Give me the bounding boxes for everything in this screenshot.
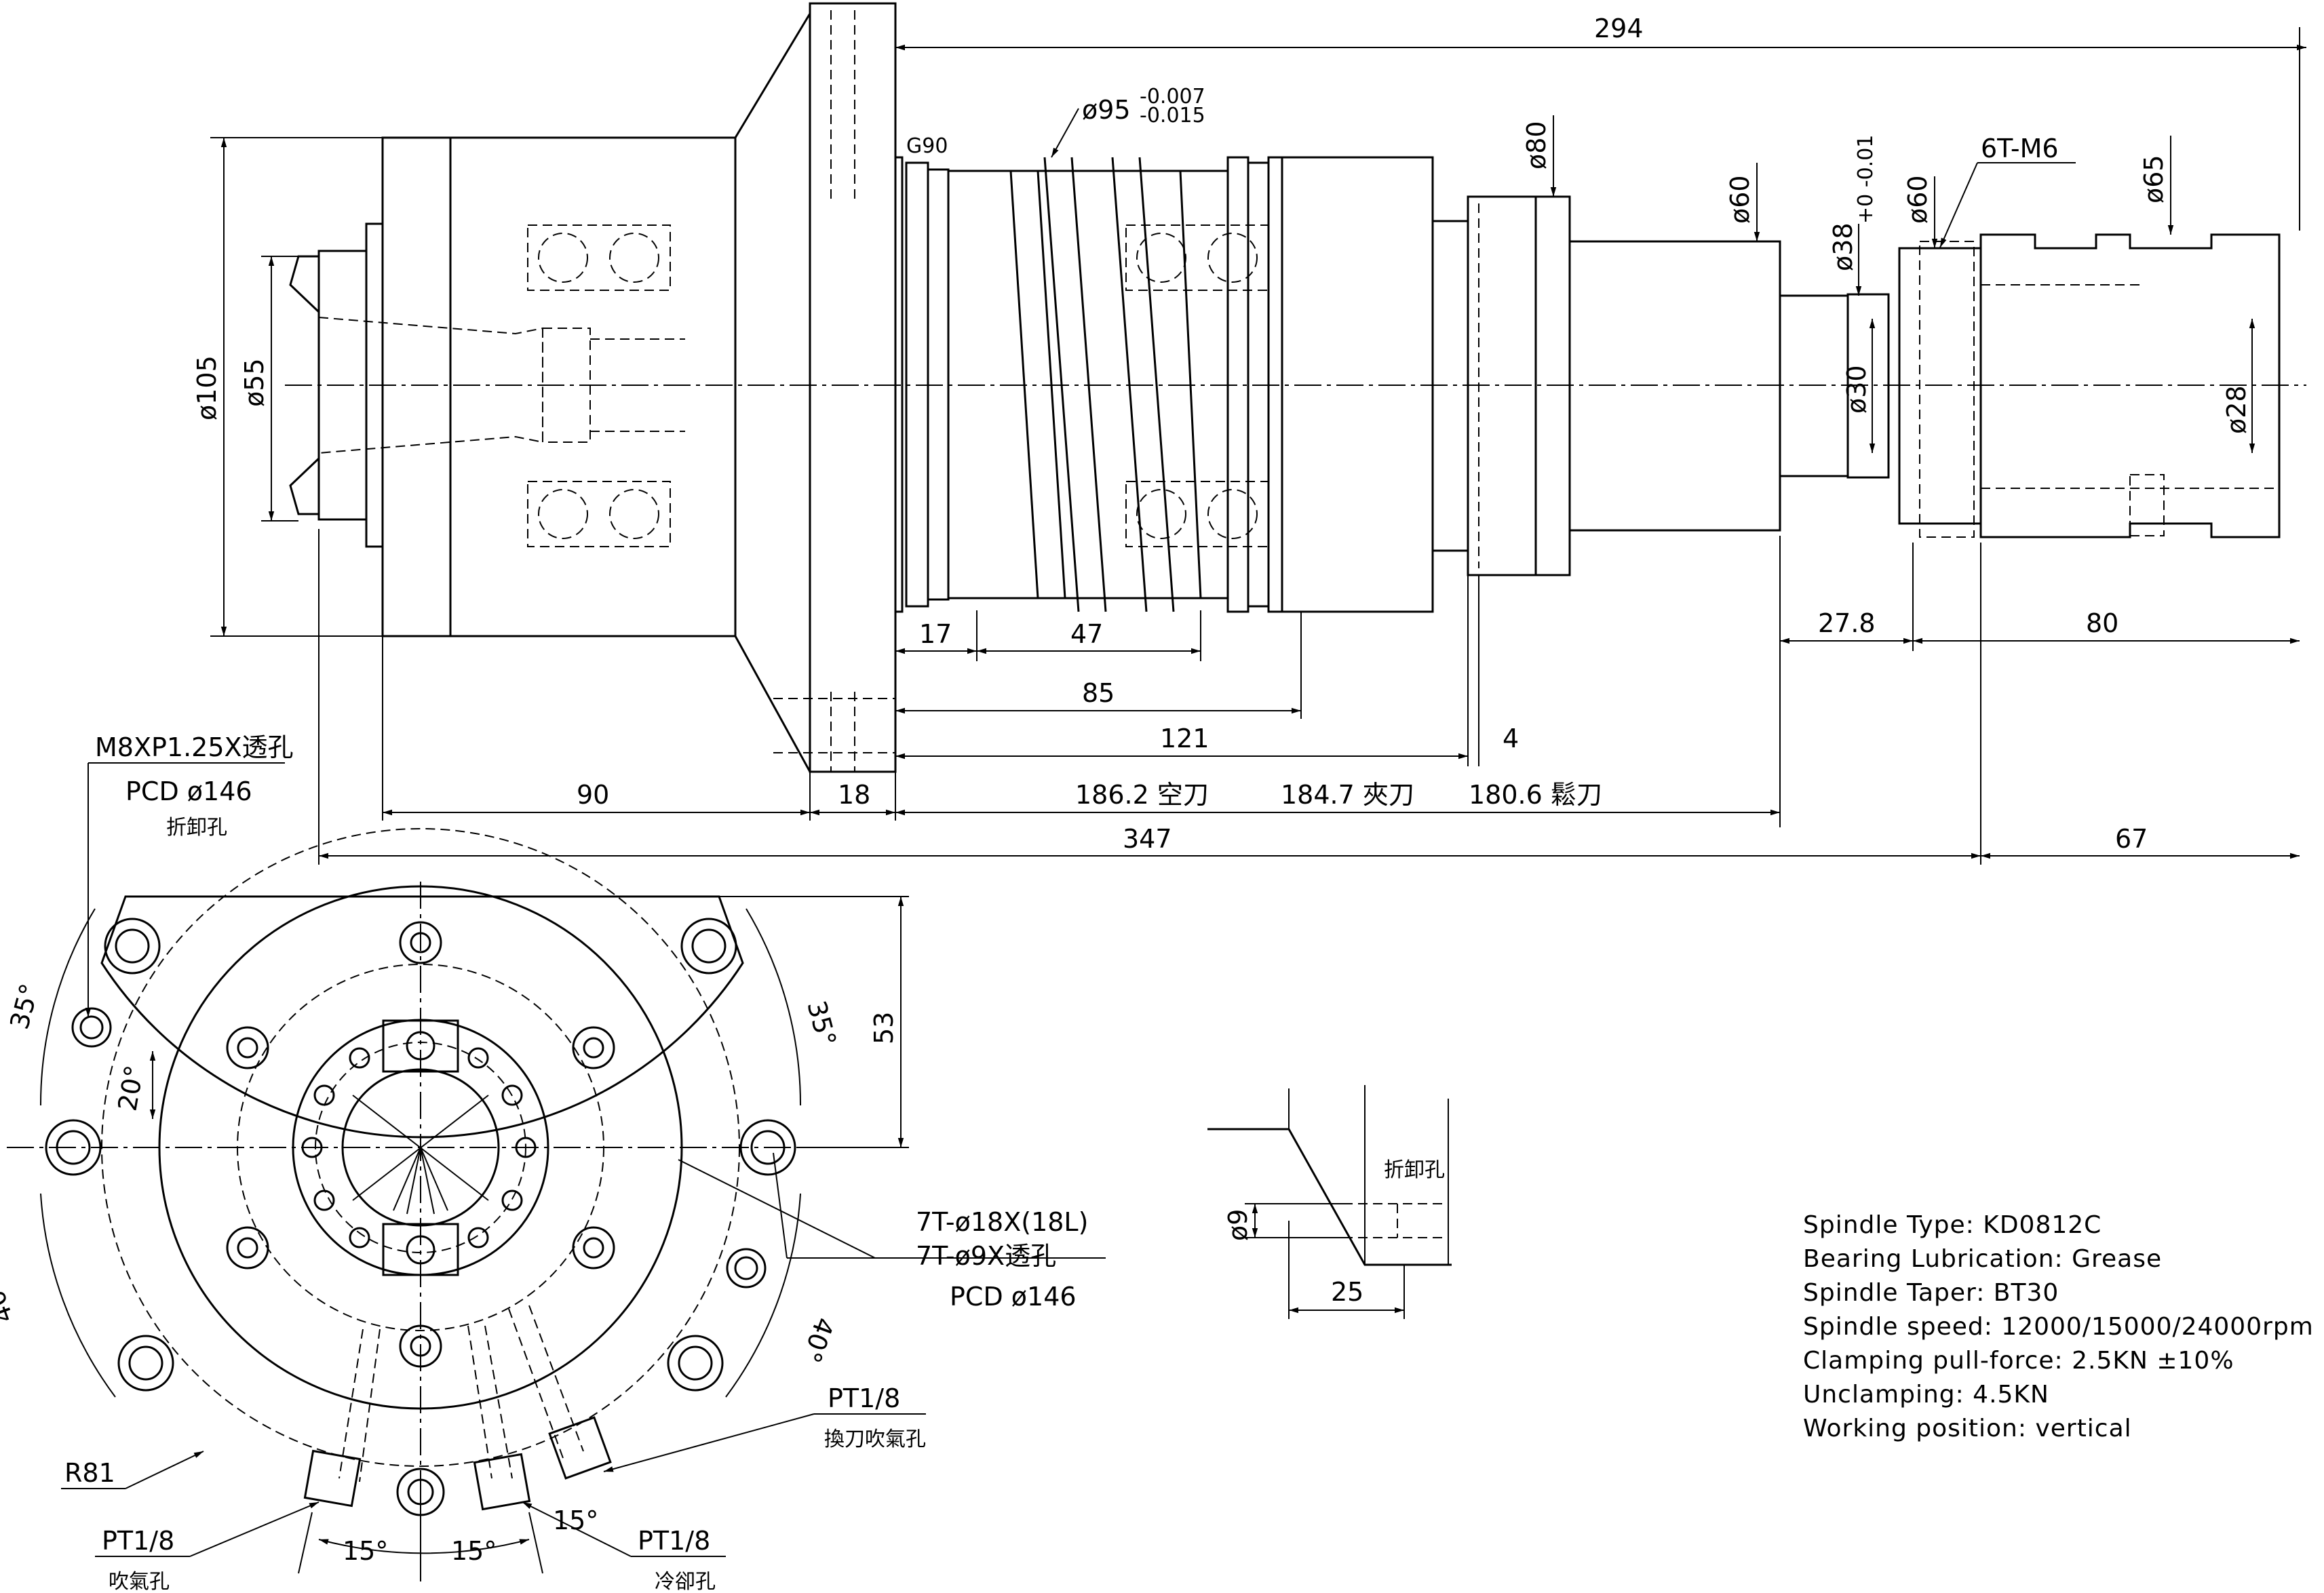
flange-outline	[100, 895, 744, 1139]
dim-d80: ø80	[1522, 121, 1551, 170]
angle-40-right: 40°	[796, 1314, 840, 1366]
dim-53: 53	[869, 1012, 899, 1044]
spec-unclamping: Unclamping: 4.5KN	[1803, 1381, 2049, 1409]
dim-17: 17	[919, 619, 952, 649]
dim-d30: ø30	[1842, 365, 1872, 414]
air-channels	[303, 1305, 612, 1511]
tool-holder-nose	[289, 222, 384, 548]
label-pcd-146-bottom: PCD ø146	[950, 1282, 1077, 1312]
front-housing	[318, 2, 897, 773]
bolt-holes-7t-18	[226, 921, 615, 1516]
dim-d60a: ø60	[1725, 175, 1755, 224]
dim-d105: ø105	[192, 355, 222, 420]
label-change-air-hole: 換刀吹氣孔	[824, 1428, 926, 1451]
dim-d9: ø9	[1223, 1209, 1253, 1241]
dim-27-8: 27.8	[1818, 608, 1876, 638]
label-7t-9-holes: 7T-ø9X透孔	[916, 1241, 1056, 1271]
dim-186: 186.2 空刀	[1075, 780, 1209, 810]
angle-15-b: 15°	[451, 1536, 497, 1566]
dim-d28: ø28	[2222, 385, 2251, 434]
dim-18: 18	[838, 780, 870, 810]
label-air-hole: 吹氣孔	[109, 1570, 170, 1593]
label-g90: G90	[906, 134, 948, 158]
angle-35-right: 35°	[801, 998, 842, 1049]
label-removal-hole: 折卸孔	[166, 816, 227, 840]
dim-d60b: ø60	[1903, 175, 1933, 224]
label-m8-thread: M8XP1.25X透孔	[95, 732, 294, 762]
label-pt18-air: PT1/8	[102, 1526, 174, 1556]
side-view: 294 ø105 ø55 ø95 -0.007 -0.015 G90 ø80 ø…	[192, 2, 2306, 865]
inner-holes	[301, 1047, 537, 1248]
label-r81: R81	[64, 1458, 115, 1488]
spec-lubrication: Bearing Lubrication: Grease	[1803, 1245, 2162, 1273]
dim-25: 25	[1331, 1277, 1363, 1307]
label-pcd-146-top: PCD ø146	[125, 776, 252, 806]
angle-35-left: 35°	[4, 981, 45, 1032]
angle-40-left: 40°	[0, 1274, 19, 1327]
dim-d95: ø95	[1082, 95, 1131, 125]
label-detail-removal: 折卸孔	[1384, 1158, 1445, 1182]
spec-position: Working position: vertical	[1803, 1415, 2132, 1442]
dim-4: 4	[1503, 724, 1519, 753]
dim-47: 47	[1070, 619, 1103, 649]
dim-d95-lower: -0.015	[1140, 104, 1205, 127]
dim-d38-tol: +0 -0.01	[1854, 135, 1878, 224]
dim-67: 67	[2115, 824, 2148, 854]
dim-180: 180.6 鬆刀	[1469, 780, 1602, 810]
angle-15-a: 15°	[343, 1536, 388, 1566]
label-pt18-change: PT1/8	[828, 1383, 900, 1413]
dim-184: 184.7 夾刀	[1281, 780, 1414, 810]
detail-view: ø9 25 折卸孔	[1207, 1085, 1452, 1319]
dim-90: 90	[577, 780, 609, 810]
spindle-body	[894, 156, 1434, 613]
spec-speed: Spindle speed: 12000/15000/24000rpm	[1803, 1313, 2314, 1341]
front-view: 35° 35° 20° 40° 40° 15° 15° 15° 53 M8XP1…	[0, 732, 1106, 1593]
label-pt18-cool: PT1/8	[638, 1526, 710, 1556]
label-6t-m6: 6T-M6	[1981, 134, 2059, 163]
side-dimensions: 294 ø105 ø55 ø95 -0.007 -0.015 G90 ø80 ø…	[192, 14, 2306, 865]
dim-294: 294	[1594, 14, 1644, 43]
dim-d38: ø38	[1828, 222, 1858, 271]
front-dimensions: 35° 35° 20° 40° 40° 15° 15° 15° 53 M8XP1…	[0, 732, 1106, 1593]
angle-20: 20°	[113, 1063, 150, 1114]
dim-d55: ø55	[239, 358, 269, 407]
spec-taper: Spindle Taper: BT30	[1803, 1279, 2059, 1307]
spec-clamping: Clamping pull-force: 2.5KN ±10%	[1803, 1347, 2234, 1375]
dim-121: 121	[1160, 724, 1209, 753]
label-7t-18-holes: 7T-ø18X(18L)	[916, 1207, 1088, 1237]
dim-347: 347	[1123, 824, 1172, 854]
spec-type: Spindle Type: KD0812C	[1803, 1211, 2102, 1239]
spec-block: Spindle Type: KD0812C Bearing Lubricatio…	[1803, 1211, 2314, 1442]
dim-85: 85	[1082, 678, 1115, 708]
dim-d95-upper: -0.007	[1140, 85, 1205, 109]
label-cool-hole: 冷卻孔	[655, 1570, 716, 1593]
mount-holes	[45, 918, 796, 1392]
dim-d65: ø65	[2139, 155, 2169, 203]
dim-80: 80	[2086, 608, 2118, 638]
